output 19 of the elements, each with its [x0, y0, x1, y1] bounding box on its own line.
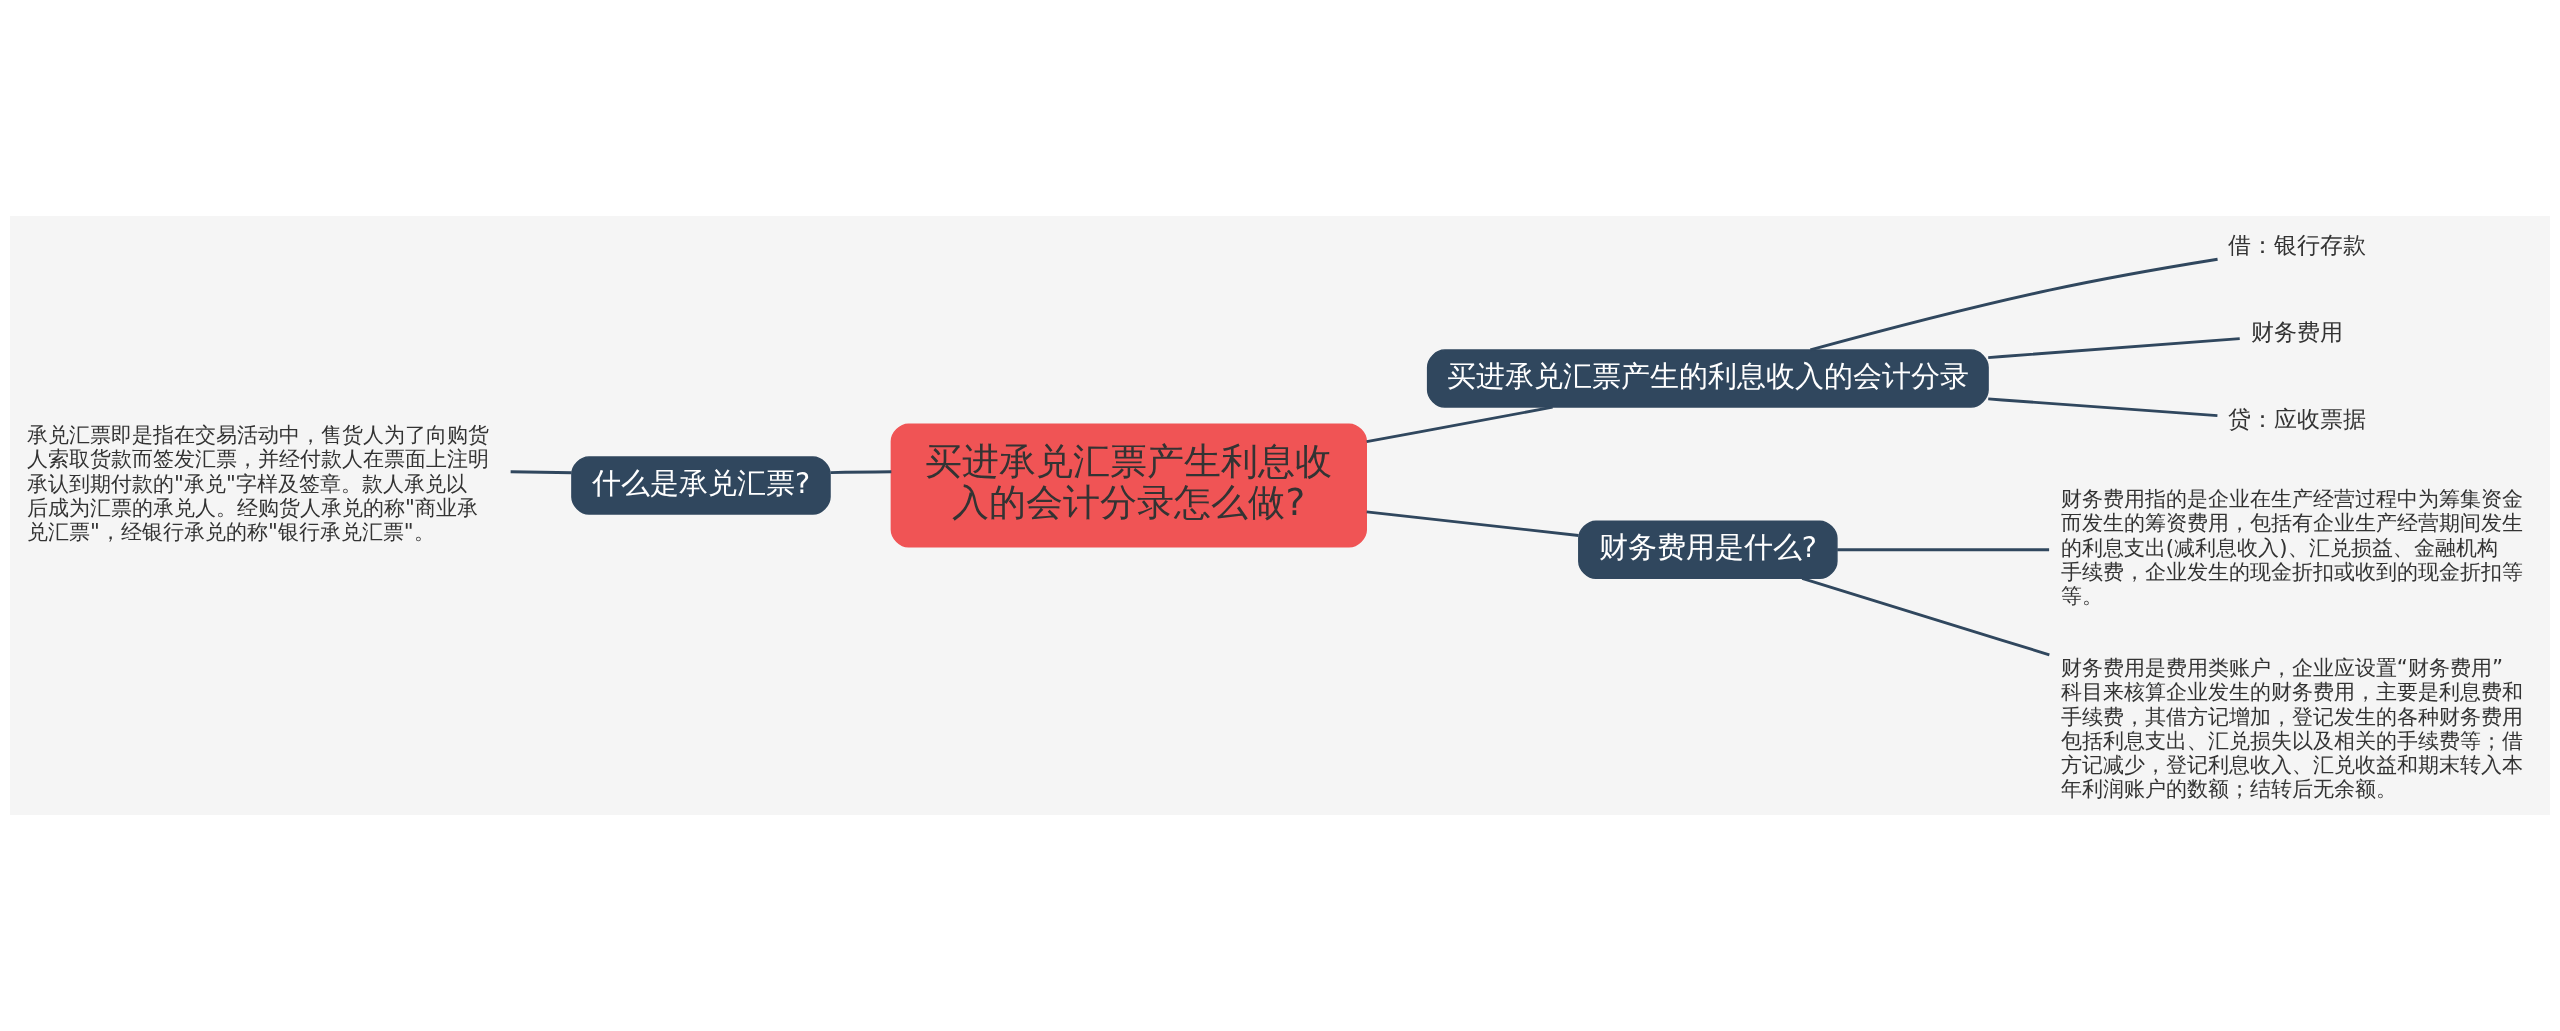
node-box: 财务费用是什么? [1578, 520, 1838, 579]
node-text: 财务费用 [2250, 318, 2343, 345]
connector [510, 470, 572, 475]
node-text: 财务费用指的是企业在生产经营过程中为筹集资金而发生的筹资费用，包括有企业生产经营期间发生的利息支出(减利息收入)、汇兑损益、金融机构手续费，企业发生的现金折扣或收到的现金折扣等等。 [2060, 486, 2523, 609]
node-box: 买进承兑汇票产生利息收入的会计分录怎么做? [890, 423, 1367, 548]
connector [1988, 397, 2218, 418]
node-text: 贷：应收票据 [2227, 405, 2366, 432]
node-text: 财务费用是费用类账户，企业应设置“财务费用”科目来核算企业发生的财务费用，主要是利息费和手续费，其借方记增加，登记发生的各种财务费用包括利息支出、汇兑损失以及相关的手续费等；借方记减少，登记利息收入、汇兑收益和期末转入本年利润账户的数额；结转后无余额。 [2060, 655, 2523, 802]
node-box: 买进承兑汇票产生的利息收入的会计分录 [1426, 349, 1989, 408]
connector [1988, 337, 2240, 359]
connector [1837, 548, 2050, 552]
node-text: 借：银行存款 [2227, 231, 2366, 258]
connector [1366, 510, 1579, 537]
connector [830, 470, 892, 475]
connector [1366, 405, 1553, 444]
node-box: 什么是承兑汇票? [571, 456, 831, 515]
connector [1809, 257, 2218, 352]
connector [1801, 577, 2050, 657]
node-text: 承兑汇票即是指在交易活动中，售货人为了向购货人索取货款而签发汇票，并经付款人在票面上注明承认到期付款的"承兑"字样及签章。款人承兑以后成为汇票的承兑人。经购货人承兑的称"商业承兑汇票"，经银行承兑的称"银行承兑汇票"。 [27, 422, 490, 545]
